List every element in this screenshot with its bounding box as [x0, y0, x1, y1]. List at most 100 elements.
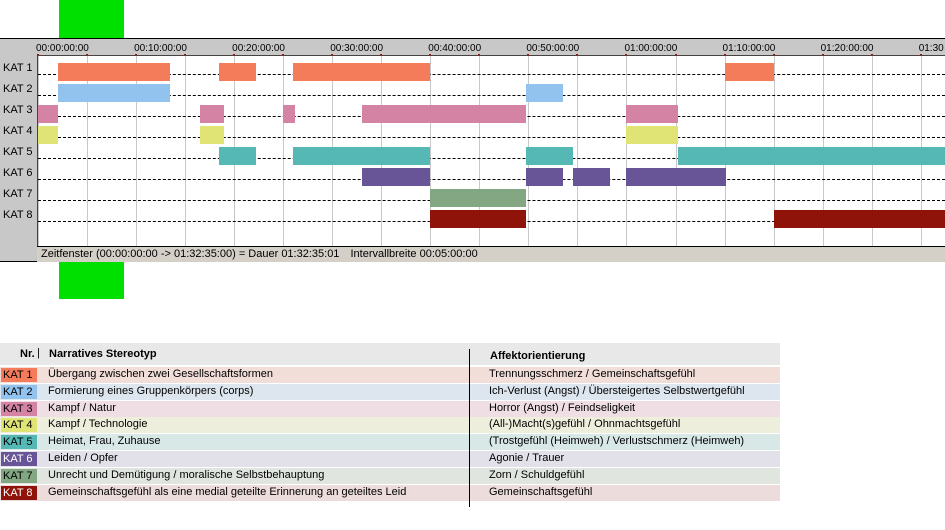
category-swatch: KAT 2 — [1, 384, 37, 399]
green-marker-top — [59, 0, 124, 38]
grid-line — [38, 56, 39, 246]
legend-row: KAT 6 Leiden / Opfer Agonie / Trauer — [0, 451, 780, 467]
row-label: KAT 2 — [3, 83, 33, 95]
segment-bar[interactable] — [57, 63, 171, 81]
category-swatch: KAT 7 — [1, 468, 37, 483]
row-label: KAT 6 — [3, 167, 33, 179]
segment-bar[interactable] — [626, 126, 679, 144]
status-bar: Zeitfenster (00:00:00:00 -> 01:32:35:00)… — [37, 246, 945, 262]
category-swatch: KAT 1 — [1, 368, 37, 382]
affekt-text: Horror (Angst) / Feindseligkeit — [489, 401, 636, 414]
stereotyp-text: Übergang zwischen zwei Gesellschaftsform… — [48, 368, 273, 380]
stereotyp-text: Formierung eines Gruppenkörpers (corps) — [48, 384, 254, 397]
segment-bar[interactable] — [526, 147, 573, 165]
segment-bar[interactable] — [526, 168, 563, 186]
header-stereotyp: Narratives Stereotyp — [49, 348, 157, 360]
stereotyp-text: Gemeinschaftsgefühl als eine medial gete… — [48, 485, 407, 498]
affekt-text: Ich-Verlust (Angst) / Übersteigertes Sel… — [489, 384, 745, 397]
affekt-text: Trennungsschmerz / Gemeinschaftsgefühl — [489, 368, 696, 380]
legend-row: KAT 5 Heimat, Frau, Zuhause (Trostgefühl (… — [0, 434, 780, 451]
segment-bar[interactable] — [572, 168, 610, 186]
segment-bar[interactable] — [38, 105, 58, 123]
row-label: KAT 5 — [3, 146, 33, 158]
segment-bar[interactable] — [626, 168, 727, 186]
stereotyp-text: Heimat, Frau, Zuhause — [48, 435, 161, 448]
segment-bar[interactable] — [293, 147, 431, 165]
tick-label: 00:00:00:00 — [36, 43, 89, 54]
stereotyp-text: Leiden / Opfer — [48, 452, 118, 464]
category-swatch: KAT 8 — [1, 485, 37, 500]
row-label: KAT 8 — [3, 209, 33, 221]
segment-bar[interactable] — [361, 105, 527, 123]
grid-line — [479, 56, 481, 246]
tick-label: 01:00:00:00 — [624, 43, 678, 54]
stereotyp-text: Unrecht und Demütigung / moralische Selb… — [48, 468, 325, 481]
header-separator: | — [37, 347, 40, 359]
segment-bar[interactable] — [526, 84, 563, 102]
tick-label: 00:20:00:00 — [232, 43, 285, 54]
grid-line — [136, 56, 138, 246]
segment-bar[interactable] — [219, 147, 256, 165]
tick-label: 01:20:00:00 — [820, 43, 874, 54]
row-baseline — [38, 179, 945, 180]
legend-row: KAT 7 Unrecht und Demütigung / moralische… — [0, 467, 780, 484]
category-swatch: KAT 3 — [1, 401, 37, 416]
affekt-text: Gemeinschaftsgefühl — [489, 485, 593, 498]
row-baseline — [38, 74, 945, 75]
segment-bar[interactable] — [38, 126, 58, 144]
grid-line — [675, 56, 677, 246]
header-nr: Nr. — [20, 348, 35, 360]
category-swatch: KAT 5 — [1, 435, 37, 450]
segment-bar[interactable] — [678, 147, 945, 165]
segment-bar[interactable] — [199, 105, 225, 123]
segment-bar[interactable] — [219, 63, 256, 81]
row-baseline — [38, 95, 945, 96]
legend-row: KAT 8 Gemeinschaftsgefühl als eine medial… — [0, 484, 780, 501]
grid-line — [577, 56, 579, 246]
intervall-text: Intervallbreite 00:05:00:00 — [350, 248, 478, 260]
tick-label: 00:40:00:00 — [428, 43, 482, 54]
segment-bar[interactable] — [361, 168, 431, 186]
legend-header: Nr. | Narratives Stereotyp Affektorienti… — [0, 343, 780, 365]
row-label: KAT 7 — [3, 188, 33, 200]
grid-line — [185, 56, 187, 246]
stereotyp-text: Kampf / Technologie — [48, 418, 148, 431]
header-affekt: Affektorientierung — [490, 350, 586, 362]
row-label: KAT 1 — [3, 62, 33, 74]
category-swatch: KAT 4 — [1, 418, 37, 433]
segment-bar[interactable] — [430, 189, 527, 207]
segment-bar[interactable] — [283, 105, 295, 123]
row-baseline — [38, 158, 945, 159]
tick-label: 01:30 — [918, 43, 944, 54]
category-swatch: KAT 6 — [1, 452, 37, 466]
green-marker-bottom — [59, 262, 124, 299]
segment-bar[interactable] — [724, 63, 774, 81]
grid-line — [626, 56, 628, 246]
tick-label: 00:30:00:00 — [330, 43, 384, 54]
legend-table: Nr. | Narratives Stereotyp Affektorienti… — [0, 343, 780, 508]
segment-bar[interactable] — [430, 210, 527, 228]
segment-bar[interactable] — [199, 126, 225, 144]
tick-label: 00:10:00:00 — [134, 43, 187, 54]
segment-bar[interactable] — [57, 84, 171, 102]
affekt-text: Agonie / Trauer — [489, 452, 565, 464]
zeitfenster-text: Zeitfenster (00:00:00:00 -> 01:32:35:00)… — [41, 248, 340, 260]
segment-bar[interactable] — [293, 63, 431, 81]
tick-label: 00:50:00:00 — [526, 43, 580, 54]
legend-row: KAT 3 Kampf / Natur Horror (Angst) / Feind… — [0, 400, 780, 417]
stereotyp-text: Kampf / Natur — [48, 401, 116, 414]
legend-row: KAT 1 Übergang zwischen zwei Gesellschaft… — [0, 367, 780, 383]
timeline-plot[interactable] — [37, 55, 945, 246]
affekt-text: Zorn / Schuldgefühl — [489, 468, 585, 481]
row-label: KAT 3 — [3, 104, 33, 116]
segment-bar[interactable] — [773, 210, 945, 228]
affekt-text: (Trostgefühl (Heimweh) / Verlustschmerz … — [489, 435, 745, 448]
row-label: KAT 4 — [3, 125, 33, 137]
grid-line — [87, 56, 89, 246]
timeline-panel: 00:00:00:00 00:10:00:00 00:20:00:00 00:30:0… — [0, 38, 945, 262]
tick-label: 01:10:00:00 — [722, 43, 776, 54]
segment-bar[interactable] — [626, 105, 679, 123]
row-baseline — [38, 137, 945, 138]
grid-line — [283, 56, 285, 246]
